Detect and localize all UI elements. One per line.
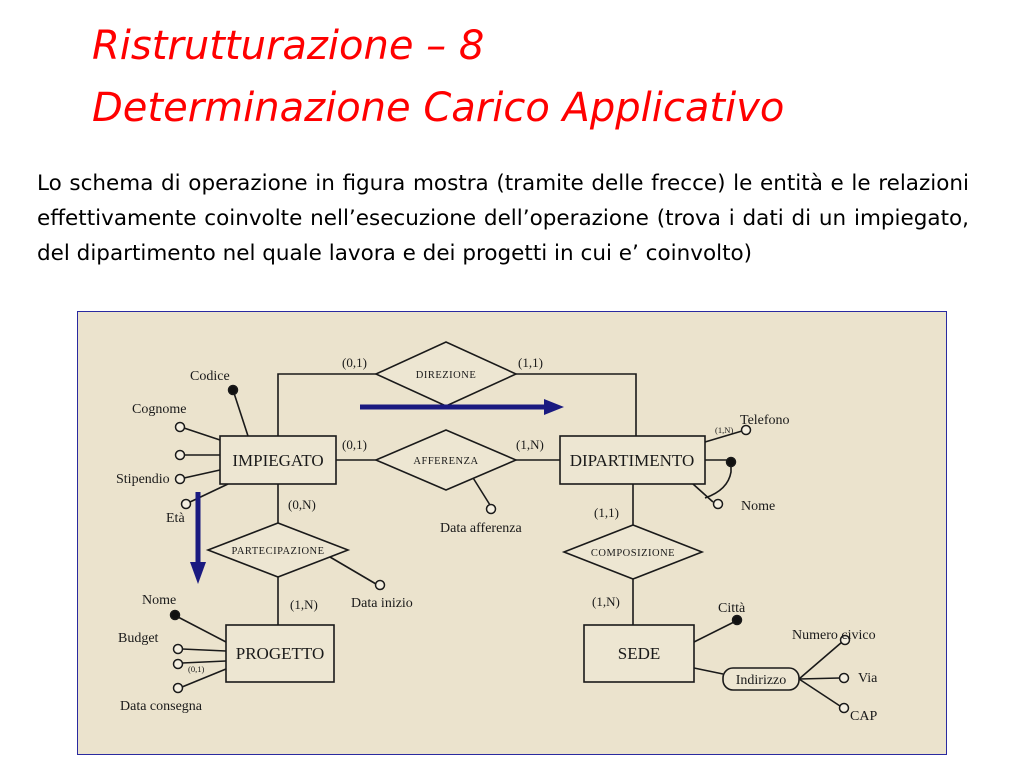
attr-data-afferenza-label: Data afferenza [440,521,523,536]
link-direzione-dip [516,373,637,436]
rel-direzione [374,341,518,407]
attr-nome-dip-key [725,456,737,468]
composite-attr-indirizzo [722,667,800,691]
link-imp-direzione [277,373,376,436]
attr-stipendio-dot [174,449,186,461]
vertical-arrow-head [190,562,206,584]
entity-dipartimento-label: DIPARTIMENTO [570,451,695,470]
attr-data-inizio-label: Data inizio [351,596,413,611]
card-part-imp: (0,N) [288,497,316,512]
attr-data-consegna-dot [172,682,184,694]
rel-composizione-label: COMPOSIZIONE [591,548,675,559]
attr-numero-civico-dot [839,634,851,646]
attr-nome-dip-dot [712,498,724,510]
card-dir-dip: (1,1) [518,355,543,370]
card-data-consegna: (0,1) [188,664,204,674]
attr-cognome-label: Cognome [132,402,186,417]
attr-data-inizio-dot [374,579,386,591]
card-aff-imp: (0,1) [342,437,367,452]
attr-budget2-dot [172,658,184,670]
attr-eta-label: Età [166,511,185,526]
attr-stipendio-label: Stipendio [116,472,170,487]
attr-extra-dot [180,498,192,510]
er-diagram: IMPIEGATO DIPARTIMENTO PROGETTO SEDE DIR… [77,311,947,755]
attr-budget-label: Budget [118,631,159,646]
attr-data-afferenza-dot [485,503,497,515]
attr-nome-dip-label: Nome [741,499,775,514]
description-text: Lo schema di operazione in figura mostra… [37,171,969,266]
attr-telefono-label: Telefono [740,413,790,428]
attr-cognome-dot [174,421,186,433]
attr-via-dot [838,672,850,684]
card-dir-imp: (0,1) [342,355,367,370]
attr-via-label: Via [858,671,878,686]
attr-numero-civico-label: Numero civico [792,628,876,643]
horizontal-arrow-head [544,399,564,415]
rel-afferenza [373,429,519,491]
attr-codice-label: Codice [190,369,230,384]
card-part-prog: (1,N) [290,597,318,612]
attr-citta-dot [731,614,743,626]
attr-citta-label: Città [718,601,746,616]
rel-partecipazione [205,522,351,578]
rel-direzione-label: DIREZIONE [416,370,477,381]
card-comp-sede: (1,N) [592,594,620,609]
attr-cap-dot [838,702,850,714]
attr-telefono-dot [740,424,752,436]
er-diagram-svg: IMPIEGATO DIPARTIMENTO PROGETTO SEDE DIR… [116,341,878,724]
entity-impiegato-label: IMPIEGATO [232,451,323,470]
rel-partecipazione-label: PARTECIPAZIONE [231,546,324,557]
entity-progetto-label: PROGETTO [236,644,324,663]
rel-composizione [561,524,705,580]
card-telefono: (1,N) [715,425,733,435]
title-line-1: Ristrutturazione – 8 [92,23,485,69]
card-comp-dip: (1,1) [594,505,619,520]
attr-codice-dot [227,384,239,396]
attr-nome-prog-dot [169,609,181,621]
attr-nome-prog-label: Nome [142,593,176,608]
attr-eta-dot [174,473,186,485]
attr-data-consegna-label: Data consegna [120,699,203,714]
entity-impiegato [219,435,337,485]
attr-cap-label: CAP [850,709,877,724]
rel-afferenza-label: AFFERENZA [413,456,478,467]
title-line-2: Determinazione Carico Applicativo [92,85,785,131]
card-aff-dip: (1,N) [516,437,544,452]
entity-sede [583,624,695,683]
entity-progetto [225,624,335,683]
entity-sede-label: SEDE [618,644,661,663]
entity-dipartimento [559,435,706,485]
attr-indirizzo-label: Indirizzo [736,673,787,688]
attr-budget-dot [172,643,184,655]
